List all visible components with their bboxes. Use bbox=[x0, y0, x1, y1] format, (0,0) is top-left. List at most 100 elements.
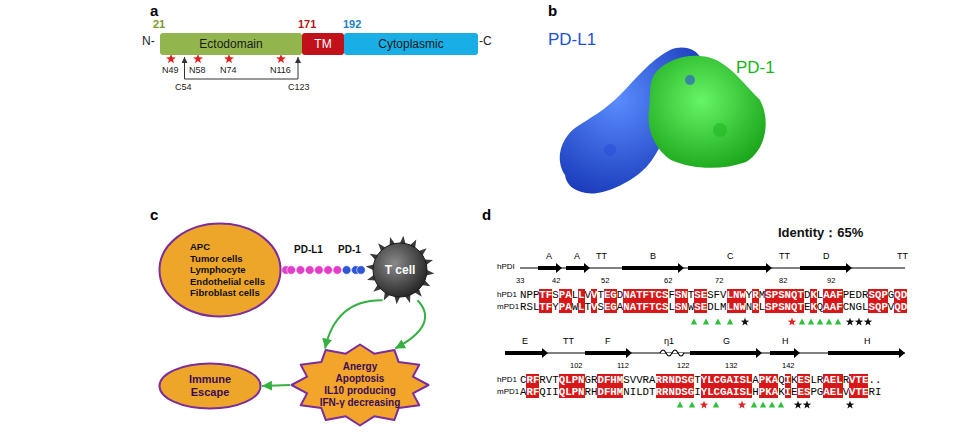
residue: I bbox=[875, 386, 881, 398]
triangle-mark bbox=[715, 319, 721, 325]
triangle-mark bbox=[691, 319, 697, 325]
label: d bbox=[482, 206, 491, 223]
residue: V bbox=[591, 301, 597, 313]
escape-arrow bbox=[262, 385, 290, 386]
residue: N bbox=[681, 289, 687, 301]
residue: R bbox=[526, 386, 532, 398]
star-shape bbox=[292, 345, 429, 426]
residue: V bbox=[849, 374, 855, 386]
residue: S bbox=[662, 301, 668, 313]
residue: A bbox=[823, 301, 829, 313]
strand-arrow bbox=[770, 348, 800, 358]
residue: D bbox=[856, 289, 862, 301]
label: A bbox=[574, 251, 580, 261]
residue: L bbox=[836, 374, 842, 386]
residue: G bbox=[720, 374, 726, 386]
label: PD-1 bbox=[338, 244, 361, 256]
residue: L bbox=[668, 301, 674, 313]
star-mark bbox=[738, 401, 746, 409]
label: TT bbox=[596, 251, 607, 261]
label: H bbox=[782, 336, 789, 346]
chain-bead bbox=[342, 266, 351, 275]
residue: I bbox=[546, 386, 552, 398]
bracket-arrow bbox=[298, 57, 299, 79]
triangle-mark bbox=[826, 319, 832, 325]
node-text: IL10 producing bbox=[324, 385, 396, 397]
node-text: APC bbox=[190, 241, 210, 253]
triangle-mark bbox=[751, 402, 757, 408]
residue: L bbox=[565, 374, 571, 386]
contact-marks bbox=[677, 318, 872, 409]
residue: R bbox=[868, 386, 874, 398]
residue: N bbox=[681, 301, 687, 313]
star-mark bbox=[276, 54, 286, 63]
label: PD-1 bbox=[736, 58, 775, 78]
residue: K bbox=[765, 374, 771, 386]
residue: V bbox=[636, 374, 642, 386]
residue: A bbox=[565, 289, 571, 301]
label: 42 bbox=[552, 277, 560, 286]
residue: M bbox=[617, 386, 623, 398]
label: N- bbox=[142, 35, 155, 49]
label: N49 bbox=[162, 65, 179, 75]
star-mark bbox=[846, 401, 854, 409]
chain-bead bbox=[315, 266, 324, 275]
residue: T bbox=[636, 301, 642, 313]
label: 21 bbox=[153, 18, 165, 31]
effect-star: AnergyApoptosisIL10 producingIFN-γ decre… bbox=[290, 343, 430, 427]
node-text: Ectodomain bbox=[199, 37, 262, 51]
label: 92 bbox=[827, 277, 835, 286]
residue: S bbox=[623, 374, 629, 386]
residue: I bbox=[694, 386, 700, 398]
domain-box: Cytoplasmic bbox=[344, 33, 478, 55]
residue: L bbox=[578, 301, 584, 313]
residue: R bbox=[752, 289, 758, 301]
star-mark bbox=[803, 401, 811, 409]
label: PD-L1 bbox=[548, 30, 596, 50]
residue: S bbox=[526, 301, 532, 313]
sequence-row: NPPTFSPALLVVTEGDNATFTCSFSNTSESFVLNWYRMSP… bbox=[520, 289, 907, 301]
label: C54 bbox=[175, 82, 192, 92]
residue: . bbox=[875, 374, 881, 386]
residue: P bbox=[526, 289, 532, 301]
residue: A bbox=[727, 386, 733, 398]
connector-path bbox=[395, 300, 425, 348]
node-text: Anergy bbox=[343, 361, 377, 373]
label: mPD1 bbox=[497, 302, 519, 311]
residue: T bbox=[649, 289, 655, 301]
residue: P bbox=[881, 289, 887, 301]
residue: H bbox=[610, 374, 616, 386]
ligand-chain bbox=[282, 266, 366, 275]
label: Identity：65% bbox=[778, 226, 863, 241]
triangle-mark bbox=[677, 402, 683, 408]
residue: V bbox=[720, 289, 726, 301]
residue: R bbox=[520, 301, 526, 313]
residue: A bbox=[772, 386, 778, 398]
residue: F bbox=[714, 289, 720, 301]
helix-coil bbox=[660, 350, 684, 356]
residue: D bbox=[597, 386, 603, 398]
sequence-row: RSLTFYPAWLTVSEGANATFTCSLSNWSEDLMLNWNRLSP… bbox=[520, 301, 907, 313]
residue: L bbox=[836, 386, 842, 398]
label: N58 bbox=[189, 65, 206, 75]
node-text: Fibroblast cells bbox=[190, 287, 260, 299]
label: 142 bbox=[782, 362, 795, 371]
residue: S bbox=[778, 289, 784, 301]
chain-bead bbox=[333, 266, 342, 275]
residue: S bbox=[694, 289, 700, 301]
residue: E bbox=[862, 374, 868, 386]
residue: T bbox=[694, 374, 700, 386]
node-content: Ectodomain bbox=[160, 33, 302, 55]
residue: T bbox=[649, 301, 655, 313]
node-content: APCTumor cellsLymphocyteEndothelial cell… bbox=[158, 222, 282, 318]
effect-arrow bbox=[325, 300, 383, 348]
residue: T bbox=[649, 386, 655, 398]
ellipse-shape bbox=[160, 364, 261, 409]
residue: S bbox=[707, 289, 713, 301]
residue: F bbox=[533, 374, 539, 386]
residue: K bbox=[810, 301, 816, 313]
surface-bump bbox=[685, 75, 695, 85]
strand-arrow bbox=[800, 263, 852, 273]
residue: R bbox=[539, 374, 545, 386]
residue: L bbox=[707, 374, 713, 386]
